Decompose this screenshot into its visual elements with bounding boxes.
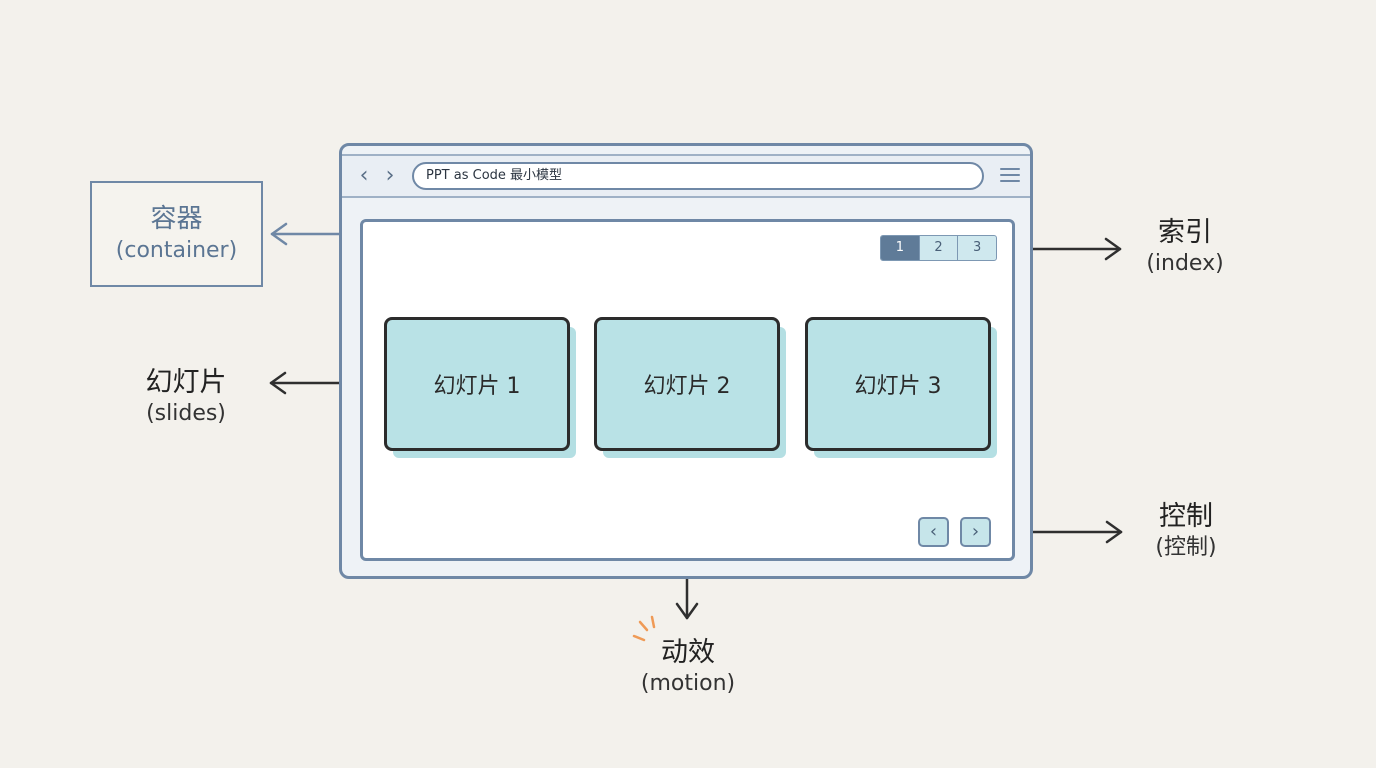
motion-label-zh: 动效	[661, 637, 715, 668]
slides-label-en: (slides)	[146, 401, 226, 426]
container-label-zh: 容器	[150, 204, 203, 234]
index-annotation: 索引 (index)	[1120, 216, 1250, 278]
index-label-zh: 索引	[1158, 217, 1212, 248]
prev-slide-button[interactable]: ‹	[918, 517, 949, 547]
controls-annotation: 控制 (控制)	[1121, 500, 1251, 562]
browser-toolbar: ‹ › PPT as Code 最小模型	[342, 154, 1030, 198]
index-label-en: (index)	[1146, 251, 1224, 276]
slides-annotation: 幻灯片 (slides)	[121, 366, 251, 428]
controls-label-en: (控制)	[1155, 535, 1217, 560]
hamburger-menu-icon[interactable]	[1000, 164, 1020, 186]
container-annotation: 容器 (container)	[90, 181, 263, 287]
slide-1[interactable]: 幻灯片 1	[384, 317, 570, 451]
index-item-1[interactable]: 1	[881, 236, 919, 260]
controls-label-zh: 控制	[1159, 501, 1213, 532]
slide-2[interactable]: 幻灯片 2	[594, 317, 780, 451]
chevron-left-icon[interactable]: ‹	[359, 163, 369, 188]
next-slide-button[interactable]: ›	[960, 517, 991, 547]
motion-annotation: 动效 (motion)	[623, 636, 753, 698]
motion-label-en: (motion)	[640, 671, 736, 696]
chevron-right-icon[interactable]: ›	[385, 163, 395, 188]
slides-label-zh: 幻灯片	[145, 367, 227, 398]
index-indicator: 1 2 3	[880, 235, 997, 261]
sparkle-icon	[632, 615, 656, 642]
container-arrow	[270, 222, 350, 246]
address-bar[interactable]: PPT as Code 最小模型	[412, 162, 984, 190]
index-item-2[interactable]: 2	[918, 236, 958, 260]
index-item-3[interactable]: 3	[957, 236, 996, 260]
container-label-en: (container)	[115, 238, 238, 263]
slide-3[interactable]: 幻灯片 3	[805, 317, 991, 451]
